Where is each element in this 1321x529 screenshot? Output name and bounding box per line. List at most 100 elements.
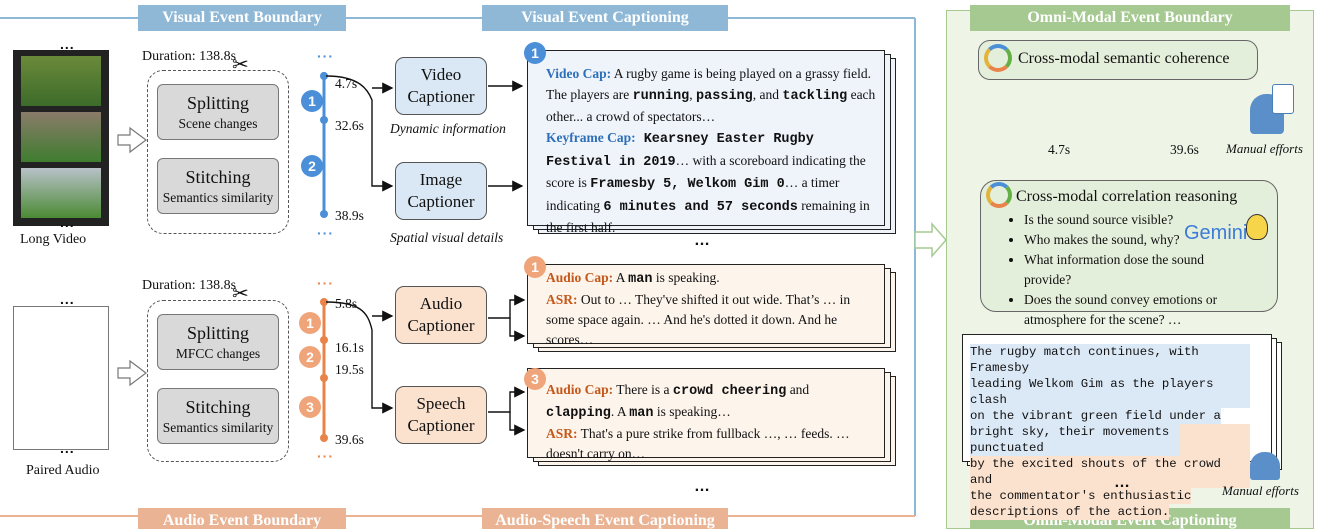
audio-captioner-box: Audio Captioner xyxy=(395,286,487,344)
reasoning-label: Cross-modal correlation reasoning xyxy=(1016,188,1238,205)
visual-card-badge: 1 xyxy=(524,42,546,64)
visual-time-3: 38.9s xyxy=(335,208,364,223)
video-captioner-line2: Captioner xyxy=(407,87,475,106)
visual-splitting-title: Splitting xyxy=(186,93,249,113)
video-cap-passing: passing xyxy=(696,88,753,104)
video-cap-tackling: tackling xyxy=(782,88,848,104)
card1-audio-label: Audio Cap: xyxy=(546,270,614,285)
paired-audio-label: Paired Audio xyxy=(26,463,100,478)
film-frame-2 xyxy=(21,112,101,162)
card3-m1: crowd cheering xyxy=(672,384,787,399)
omni-time-1: 4.7s xyxy=(1048,142,1071,157)
film-ellipsis-bottom: ... xyxy=(60,214,75,230)
audio-card3-text: Audio Cap: There is a crowd cheering and… xyxy=(546,380,880,464)
audio-waveform-panel xyxy=(13,306,109,450)
video-cap-t2: each other... a crowd of spectators… xyxy=(546,86,876,125)
card1-asr-text: Out to … They've shifted it out wide. Th… xyxy=(546,292,851,347)
visual-caption-card xyxy=(527,50,885,226)
visual-segment-badge-1: 1 xyxy=(301,90,323,112)
visual-stitching-box: Stitching Semantics similarity xyxy=(157,158,279,214)
gemini-logo: Gemini xyxy=(1184,222,1248,244)
manual-efforts-label-2: Manual efforts xyxy=(1222,483,1299,498)
audio-time-4: 39.6s xyxy=(335,432,364,447)
audio-card-badge-3: 3 xyxy=(524,368,546,390)
audio-ellipsis-top: ... xyxy=(60,291,75,307)
spatial-details-label: Spatial visual details xyxy=(390,230,504,245)
manual-efforts-icon-2 xyxy=(1250,452,1280,480)
video-cap-t1: A rugby game is being played on a grassy… xyxy=(546,66,871,102)
keyframe-cap-label: Keyframe Cap: xyxy=(546,130,636,145)
audio-time-1: 5.8s xyxy=(335,296,358,311)
visual-timeline-ellipsis-top: ··· xyxy=(317,48,334,64)
coherence-label: Cross-modal semantic coherence xyxy=(1018,50,1230,67)
audio-boundary-group xyxy=(147,300,289,462)
image-captioner-line1: Image xyxy=(419,170,463,189)
section-visual-event-captioning: Visual Event Captioning xyxy=(482,5,728,31)
visual-splitting-box: Splitting Scene changes xyxy=(157,84,279,140)
lightbulb-icon xyxy=(1246,214,1268,240)
keyframe-m2: Framesby 5, Welkom Gim 0 xyxy=(590,177,785,192)
card3-m3: man xyxy=(629,406,654,421)
visual-segment-badge-2: 2 xyxy=(301,155,323,177)
speech-captioner-box: Speech Captioner xyxy=(395,386,487,444)
reasoning-cycle-icon xyxy=(986,182,1012,208)
audio-stitching-title: Stitching xyxy=(185,397,251,417)
audio-card-badge-1: 1 xyxy=(524,256,546,278)
audio-timeline-ellipsis-bottom: ··· xyxy=(317,448,334,464)
audio-segment-badge-2: 2 xyxy=(299,346,321,368)
omni-time-2: 39.6s xyxy=(1170,142,1199,157)
keyframe-t2: … a timer indicating xyxy=(546,175,840,213)
section-audio-event-boundary: Audio Event Boundary xyxy=(138,508,346,529)
speech-captioner-line2: Captioner xyxy=(407,416,475,435)
audio-segment-badge-1: 1 xyxy=(299,312,321,334)
omni-caption-line-7: descriptions of the action. xyxy=(970,504,1170,520)
visual-stitching-sub: Semantics similarity xyxy=(162,190,274,205)
video-captioner-box: Video Captioner xyxy=(395,57,487,115)
visual-cards-more: … xyxy=(694,232,711,249)
video-cap-label: Video Cap: xyxy=(546,66,612,81)
video-filmstrip xyxy=(13,50,109,226)
reasoning-box xyxy=(980,180,1278,312)
visual-duration: Duration: 138.8s xyxy=(142,49,237,64)
question-2: Who makes the sound, why? xyxy=(1024,230,1250,250)
visual-timeline-ellipsis-bottom: ··· xyxy=(317,225,334,241)
keyframe-caption-text: Keyframe Cap: Kearsney Easter Rugby Fest… xyxy=(546,128,884,239)
video-cap-and: , and xyxy=(752,86,783,102)
section-omni-modal-event-boundary: Omni-Modal Event Boundary xyxy=(970,5,1290,31)
film-frame-3 xyxy=(21,168,101,218)
keyframe-t3: remaining in the first half. xyxy=(546,197,870,236)
visual-time-2: 32.6s xyxy=(335,118,364,133)
audio-captioner-line2: Captioner xyxy=(407,316,475,335)
question-4: Does the sound convey emotions or atmosp… xyxy=(1024,290,1250,330)
card1-audio-man: man xyxy=(628,272,653,287)
audio-scissors-icon: ✂ xyxy=(232,283,249,305)
card3-audio-label: Audio Cap: xyxy=(546,382,614,397)
card3-t2: and xyxy=(786,382,810,397)
omni-cards-more: … xyxy=(1114,474,1131,491)
audio-cards-more: … xyxy=(694,478,711,495)
card3-t3: . A xyxy=(610,404,630,419)
audio-time-3: 19.5s xyxy=(335,362,364,377)
visual-boundary-group xyxy=(147,70,289,234)
long-video-label: Long Video xyxy=(20,232,87,247)
image-captioner-line2: Captioner xyxy=(407,192,475,211)
omni-caption-line-3: on the vibrant green field under a xyxy=(970,408,1221,424)
visual-time-1: 4.7s xyxy=(335,76,358,91)
omni-caption-line-6: the commentator's enthusiastic xyxy=(970,488,1192,504)
video-cap-running: running xyxy=(632,88,690,104)
omni-caption-line-5: by the excited shouts of the crowd and xyxy=(970,456,1250,488)
audio-stitching-box: Stitching Semantics similarity xyxy=(157,388,279,444)
omni-caption-line-4: bright sky, their movements punctuated xyxy=(970,424,1250,456)
visual-stitching-title: Stitching xyxy=(185,167,251,187)
keyframe-t1: … with a scoreboard indicating the score… xyxy=(546,152,866,191)
card1-audio-t2: is speaking. xyxy=(652,270,720,285)
audio-timeline-ellipsis-top: ··· xyxy=(317,275,334,291)
cycle-icon xyxy=(984,44,1012,72)
card3-t1: There is a xyxy=(613,382,673,397)
audio-splitting-sub: MFCC changes xyxy=(175,346,261,361)
video-captioner-line1: Video xyxy=(420,65,462,84)
image-captioner-box: Image Captioner xyxy=(395,162,487,220)
audio-card-3 xyxy=(527,368,885,458)
audio-duration: Duration: 138.8s xyxy=(142,278,237,293)
question-1: Is the sound source visible? xyxy=(1024,210,1250,230)
